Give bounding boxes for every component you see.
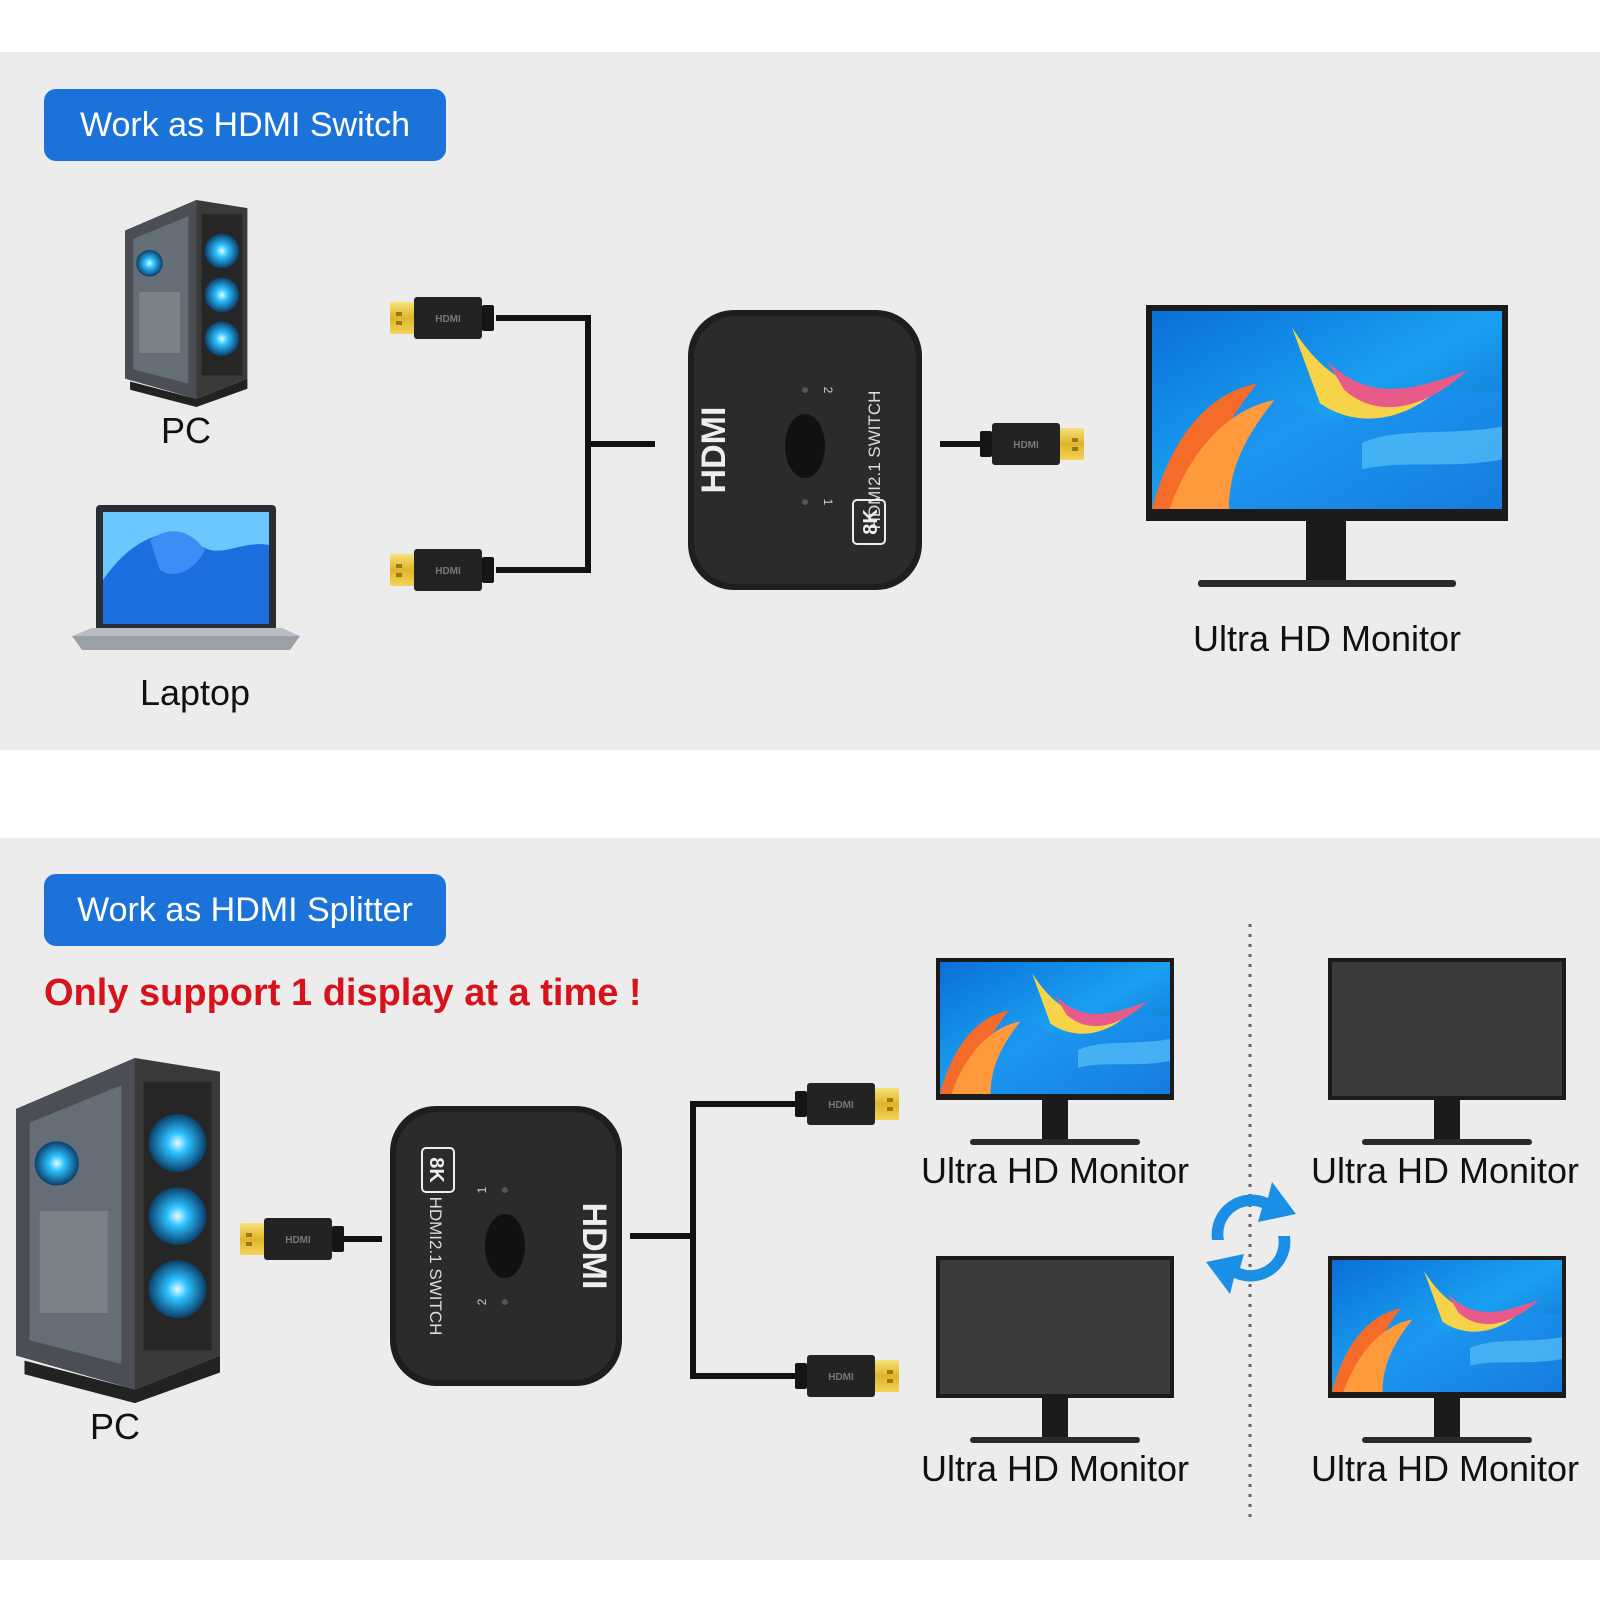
monitor-label: Ultra HD Monitor bbox=[1310, 1448, 1580, 1489]
hdmi-plug-icon bbox=[980, 423, 1084, 465]
pc-tower-icon bbox=[16, 1058, 220, 1404]
laptop-icon bbox=[72, 505, 300, 650]
monitor-icon bbox=[1328, 1256, 1566, 1443]
pc-label: PC bbox=[160, 410, 211, 451]
hdmi-plug-icon bbox=[240, 1218, 344, 1260]
switch-mode-badge: Work as HDMI Switch bbox=[44, 89, 446, 161]
device-port2: 2 bbox=[821, 387, 835, 394]
splitter-mode-badge: Work as HDMI Splitter bbox=[44, 874, 446, 946]
monitor-icon bbox=[936, 958, 1174, 1145]
monitor-icon bbox=[1328, 958, 1566, 1145]
device-model: HDMI2.1 SWITCH bbox=[426, 1197, 445, 1336]
hdmi-plug-icon bbox=[390, 297, 494, 339]
hdmi-plug-icon bbox=[795, 1083, 899, 1125]
input-cables bbox=[496, 315, 655, 573]
device-port2: 2 bbox=[475, 1298, 489, 1305]
hdmi-plug-icon bbox=[390, 549, 494, 591]
device-resolution: 8K bbox=[860, 509, 882, 535]
laptop-label: Laptop bbox=[139, 672, 251, 713]
device-resolution: 8K bbox=[425, 1157, 447, 1183]
display-warning: Only support 1 display at a time ! bbox=[44, 972, 642, 1014]
monitor-label: Ultra HD Monitor bbox=[1192, 618, 1462, 659]
device-port1: 1 bbox=[475, 1186, 489, 1193]
monitor-icon bbox=[936, 1256, 1174, 1443]
monitor-label: Ultra HD Monitor bbox=[920, 1150, 1190, 1191]
monitor-icon bbox=[1146, 305, 1508, 587]
monitor-label: Ultra HD Monitor bbox=[1310, 1150, 1580, 1191]
device-logo: HDMI bbox=[575, 1203, 613, 1290]
device-model: HDMI2.1 SWITCH bbox=[865, 391, 884, 530]
device-port1: 1 bbox=[821, 499, 835, 506]
swap-arrows-icon bbox=[1206, 1182, 1296, 1294]
device-logo: HDMI bbox=[695, 407, 733, 494]
pc-label: PC bbox=[89, 1406, 140, 1447]
output-cables bbox=[630, 1101, 804, 1379]
hdmi-switch-device: HDMI HDMI2.1 SWITCH 8K 1 2 bbox=[390, 1106, 622, 1386]
hdmi-plug-icon bbox=[795, 1355, 899, 1397]
hdmi-switch-device: HDMI HDMI2.1 SWITCH 8K 2 1 bbox=[688, 310, 922, 590]
monitor-label: Ultra HD Monitor bbox=[920, 1448, 1190, 1489]
pc-tower-icon bbox=[125, 200, 248, 408]
